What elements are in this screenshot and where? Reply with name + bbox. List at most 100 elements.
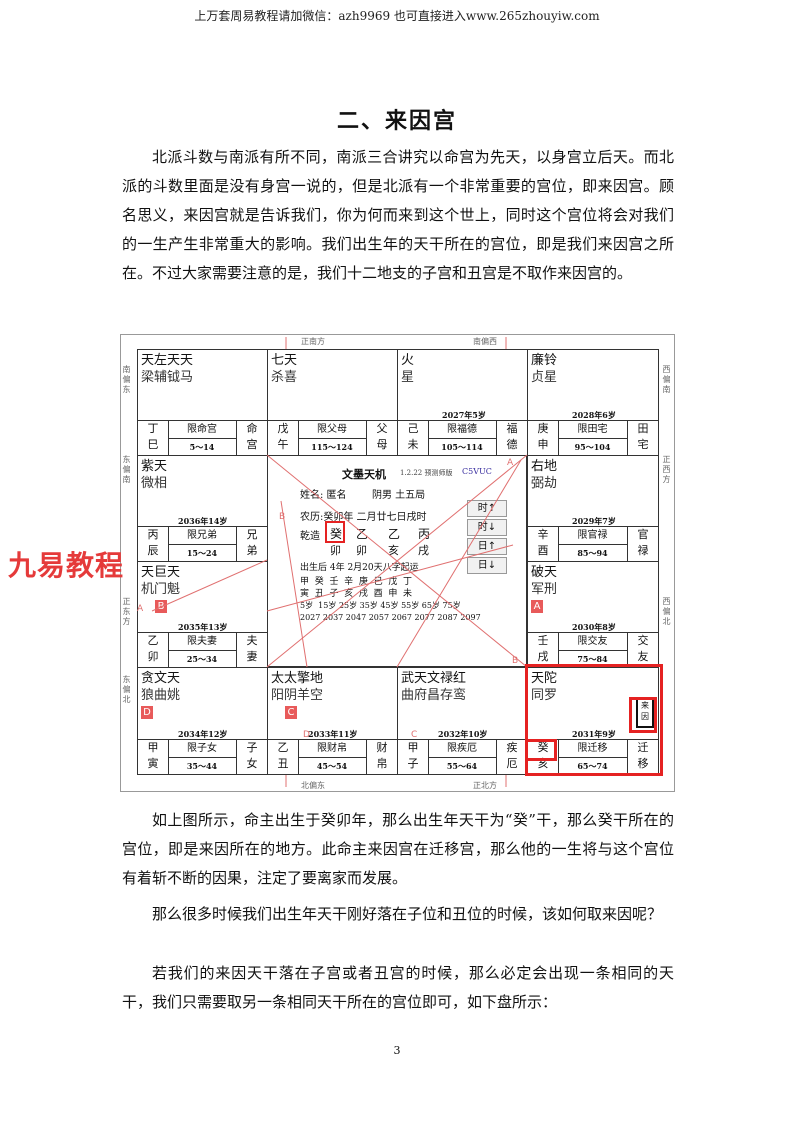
palace-age: 2029年7岁 — [572, 516, 616, 526]
palace-stars: 破天军刑 — [531, 565, 558, 597]
palace-age: 2035年13岁 — [178, 622, 228, 632]
qiyun-line: 出生后 4年 2月20天八字起运 — [300, 563, 419, 573]
palace-name: 子女 — [246, 741, 258, 770]
dir-right-1: 西偏南 — [662, 365, 671, 394]
day-zhi: 亥 — [388, 544, 399, 557]
palace-age: 2028年6岁 — [572, 410, 616, 420]
palace-name: 迁移 — [637, 741, 649, 770]
day-down-button[interactable]: 日↓ — [467, 557, 507, 574]
app-name: 文墨天机 — [342, 468, 386, 481]
line-label-a-1: A — [507, 458, 514, 468]
palace-name: 福德 — [506, 422, 518, 451]
watermark: 九易教程 — [8, 549, 125, 582]
palace-name: 疾厄 — [506, 741, 518, 770]
dir-left-1: 南偏东 — [122, 365, 131, 394]
sihua-badge: A — [531, 600, 543, 613]
name-line: 姓名: 匿名 阴男 土五局 — [300, 490, 426, 501]
limit-range: 105～114 — [441, 442, 483, 452]
palace-name: 父母 — [376, 422, 388, 451]
explain-paragraph-2: 那么很多时候我们出生年天干刚好落在子位和丑位的时候，该如何取来因呢？ — [152, 905, 663, 923]
sihua-line-3 — [396, 459, 522, 668]
day-up-button[interactable]: 日↑ — [467, 538, 507, 555]
palace-stars: 武天文禄红曲府昌存鸾 — [401, 671, 467, 703]
laiyin-mark-highlight — [629, 697, 657, 733]
palace-name: 官禄 — [637, 528, 649, 557]
dir-right-2: 正西方 — [662, 455, 671, 484]
limit-name: 限夫妻 — [168, 633, 236, 651]
dayun-gan: 甲 癸 壬 辛 庚 己 戊 丁 — [300, 577, 413, 587]
limit-name: 限交友 — [558, 633, 627, 651]
palace-stars: 贪文天狼曲姚 — [141, 671, 181, 703]
dir-right-3: 西偏北 — [662, 597, 671, 626]
sihua-badge: D — [141, 706, 153, 719]
palace-name: 田宅 — [637, 422, 649, 451]
limit-name: 限兄弟 — [168, 527, 236, 545]
dir-left-3: 正东方 — [122, 597, 131, 626]
sihua-line-6 — [151, 559, 268, 612]
page-number: 3 — [393, 1044, 401, 1057]
limit-range: 85～94 — [577, 548, 608, 558]
limit-name: 限田宅 — [558, 421, 627, 439]
limit-range: 25～34 — [186, 654, 218, 664]
palace-age: 2036年14岁 — [178, 516, 228, 526]
line-label-b-1: B — [279, 512, 285, 522]
palace-stars: 七天杀喜 — [271, 353, 298, 385]
sihua-line-2 — [266, 454, 528, 668]
limit-name: 限福德 — [428, 421, 496, 439]
dir-bottom-left: 北偏东 — [301, 781, 325, 790]
palace-stars: 天巨天机门魁 — [141, 565, 181, 597]
palace-stars: 天左天天梁辅钺马 — [141, 353, 194, 385]
limit-range: 55～64 — [446, 761, 478, 771]
palace-stars: 火星 — [401, 353, 415, 385]
limit-range: 45～54 — [316, 761, 348, 771]
dayun-years: 2027 2037 2047 2057 2067 2077 2087 2097 — [300, 613, 481, 622]
line-label-a-2: A — [137, 604, 144, 614]
palace-age: 2032年10岁 — [438, 729, 488, 739]
year-zhi: 卯 — [330, 544, 341, 557]
day-gan: 乙 — [388, 527, 401, 541]
dayun-zhi: 寅 丑 子 亥 戌 酉 申 未 — [300, 589, 413, 599]
palace-name: 交友 — [637, 634, 649, 663]
section-title: 二、来因宫 — [336, 108, 457, 134]
sihua-badge: C — [285, 706, 297, 719]
palace-stars: 廉铃贞星 — [531, 353, 558, 385]
year-gan-highlight — [325, 521, 345, 543]
limit-range: 15～24 — [186, 548, 218, 558]
page-header: 上万套周易教程请加微信：azh9969 也可直接进入www.265zhouyiw… — [194, 9, 600, 23]
limit-range: 35～44 — [186, 761, 218, 771]
month-zhi: 卯 — [356, 544, 367, 557]
lunar-date: 农历:癸卯年 二月廿七日戌时 — [300, 512, 427, 523]
hour-down-button[interactable]: 时↓ — [467, 519, 507, 536]
app-code: C5VUC — [462, 467, 492, 476]
palace-age: 2033年11岁 — [308, 729, 358, 739]
palace-stars: 天陀同罗 — [531, 671, 558, 703]
limit-range: 75～84 — [577, 654, 608, 664]
palace-name: 兄弟 — [246, 528, 258, 557]
limit-name: 限官禄 — [558, 527, 627, 545]
year-gan: 癸 — [330, 527, 343, 541]
intro-paragraph: 北派斗数与南派有所不同，南派三合讲究以命宫为先天，以身宫立后天。而北派的斗数里面… — [122, 148, 674, 282]
line-label-d: D — [303, 730, 310, 740]
limit-range: 115～124 — [311, 442, 353, 452]
limit-range: 65～74 — [577, 761, 608, 771]
palace-age: 2031年9岁 — [572, 729, 616, 739]
palace-age: 2030年8岁 — [572, 622, 616, 632]
limit-name: 限迁移 — [558, 740, 627, 758]
hour-gan: 丙 — [418, 527, 431, 541]
limit-name: 限财帛 — [298, 740, 366, 758]
dir-left-4: 东偏北 — [122, 675, 131, 704]
dir-bottom-right: 正北方 — [473, 781, 497, 790]
explain-paragraph-1: 如上图所示，命主出生于癸卯年，那么出生年天干为“癸”干，那么癸干所在的宫位，即是… — [122, 811, 674, 887]
palace-stars: 太太擎地阳阴羊空 — [271, 671, 324, 703]
hour-zhi: 戌 — [418, 544, 429, 557]
palace-age: 2034年12岁 — [178, 729, 228, 739]
ganzhi-label: 乾造 — [300, 531, 320, 542]
